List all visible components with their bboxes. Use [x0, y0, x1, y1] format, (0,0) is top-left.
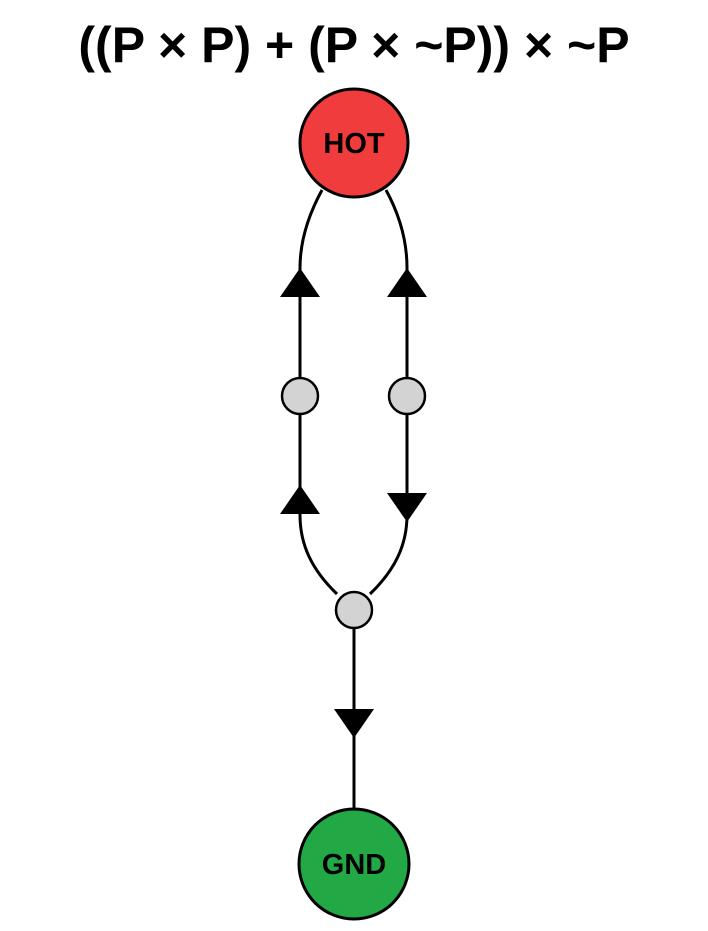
arrow-up-right-upper: [387, 268, 427, 297]
junction-left: [280, 376, 320, 416]
junction-bottom: [334, 590, 374, 630]
hot-terminal-circle: [298, 87, 410, 199]
gnd-terminal: GND: [297, 807, 411, 921]
junction-right: [387, 376, 427, 416]
hot-terminal: HOT: [298, 87, 410, 199]
hot-terminal-label: HOT: [323, 128, 385, 160]
wire-left-lower: [298, 415, 339, 596]
arrow-up-left-lower: [280, 485, 320, 514]
gnd-terminal-circle: [297, 807, 411, 921]
wire-left-upper: [298, 189, 324, 377]
arrow-up-left-upper: [280, 268, 320, 297]
arrow-down-to-gnd: [334, 709, 374, 738]
arrow-down-right-lower: [387, 493, 427, 522]
wire-right-upper: [384, 189, 409, 377]
diagram-title: ((P × P) + (P × ~P)) × ~P: [78, 17, 629, 73]
gnd-terminal-label: GND: [322, 849, 386, 881]
